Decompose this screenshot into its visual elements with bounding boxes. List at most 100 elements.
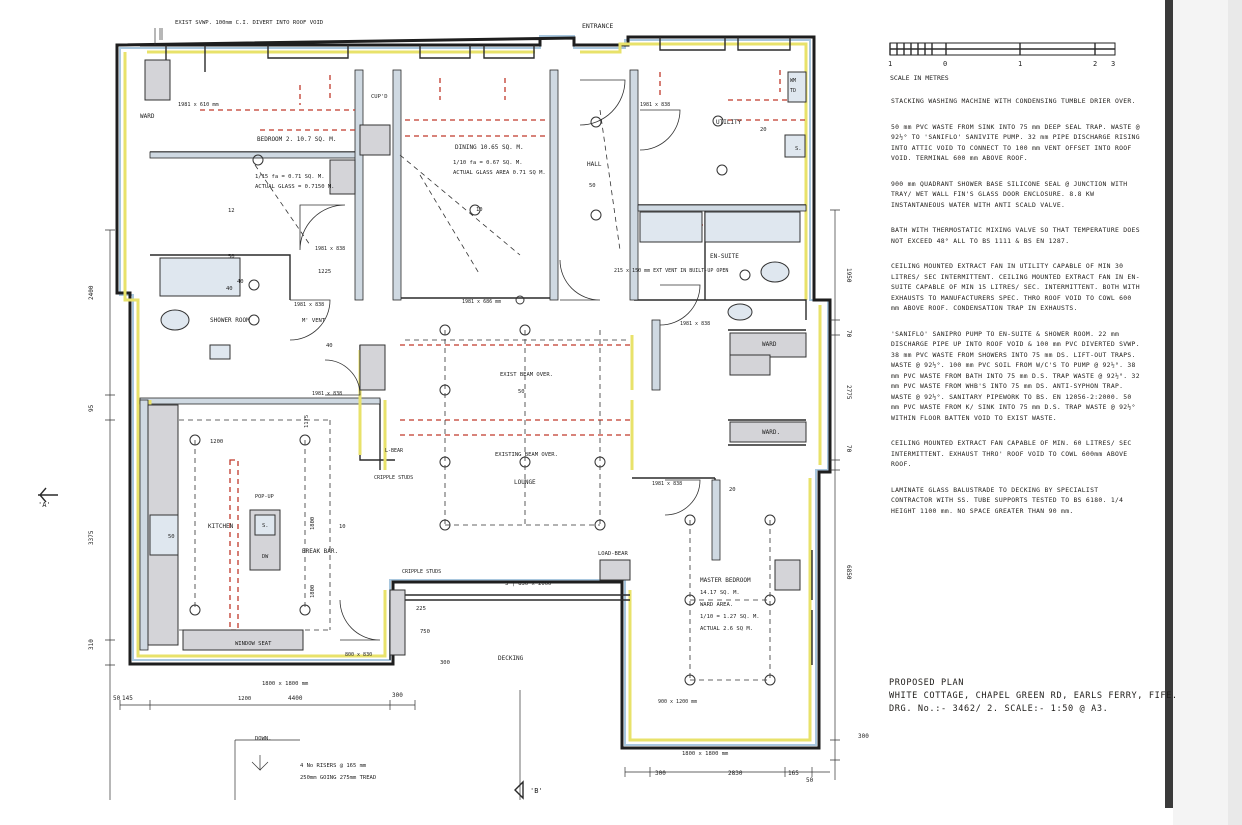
door-size-2: 1981 x 838 — [315, 246, 345, 252]
window-size-2: 1800 x 1800 mm — [262, 681, 309, 687]
cripple-studs-1: CRIPPLE STUDS — [374, 475, 413, 481]
plan-labels: EXIST SVWP. 100mm C.I. DIVERT INTO ROOF … — [38, 20, 869, 795]
dim-right-1: 1950 — [845, 268, 852, 283]
pop-up-label: POP-UP — [255, 494, 274, 500]
door-size-5: 1981 x 838 — [640, 102, 670, 108]
door-size-4: 1981 x 838 — [312, 391, 342, 397]
going-label: 250mm GOING 275mm TREAD — [300, 775, 376, 781]
note-bath-mixer: BATH WITH THERMOSTATIC MIXING VALVE SO T… — [891, 226, 1140, 245]
ext-vent-label: 215 x 150 mm EXT VENT IN BUILT-UP OPEN — [614, 268, 728, 274]
utility-sink-label: S. — [795, 146, 802, 152]
note-shower-base: 900 mm QUADRANT SHOWER BASE SILICONE SEA… — [891, 179, 1132, 209]
drawing-address: WHITE COTTAGE, CHAPEL GREEN RD, EARLS FE… — [889, 691, 1178, 701]
load-bear-label: LOAD-BEAR — [598, 551, 628, 557]
scale-tick-1: 1 — [888, 60, 892, 68]
door-size-8: 1981 x 686 mm — [462, 299, 501, 305]
doors — [289, 79, 701, 641]
specification-notes: STACKING WASHING MACHINE WITH CONDENSING… — [891, 96, 1141, 531]
dining-label: DINING 10.65 SQ. M. — [455, 144, 524, 151]
light-id-10: 40 — [237, 279, 244, 285]
windows — [165, 37, 813, 665]
light-id-11: 40 — [226, 286, 233, 292]
bedroom2-glass: ACTUAL GLASS = 0.7150 M. — [255, 184, 334, 190]
bottom-margin — [0, 808, 1173, 825]
dim-right-4: 70 — [845, 445, 852, 453]
services-lines — [169, 109, 771, 681]
fixtures — [144, 59, 807, 656]
scale-bar: 1 0 1 2 3 SCALE IN METRES — [888, 42, 1116, 82]
window-seat-label: WINDOW SEAT — [235, 641, 272, 647]
dim-bottom-2: 4400 — [288, 695, 303, 702]
light-id-1: 12 — [228, 208, 235, 214]
dim-bottom-4: 300 — [655, 770, 666, 777]
wm-label: WM — [790, 78, 796, 84]
dim-misc-9: 1200 — [238, 696, 251, 702]
entrance-label: ENTRANCE — [582, 22, 613, 30]
drawing-title: PROPOSED PLAN — [889, 678, 965, 688]
dimension-lines — [105, 28, 840, 800]
l-bear-label: L-BEAR — [385, 448, 404, 454]
existing-svp-note: EXIST SVWP. 100mm C.I. DIVERT INTO ROOF … — [175, 20, 324, 26]
window-size-3: 3 | 830 x 2000 — [505, 581, 551, 587]
door-size-3: 1981 x 838 — [294, 302, 324, 308]
joist-lines — [200, 70, 806, 631]
dim-misc-8: 300 — [440, 660, 450, 666]
decking-label: DECKING — [498, 655, 524, 662]
note-extract-fans: CEILING MOUNTED EXTRACT FAN IN UTILITY C… — [891, 262, 1140, 312]
dim-misc-4: 1800 — [310, 517, 316, 530]
dim-left-4: 310 — [88, 639, 95, 650]
light-id-5: 40 — [326, 343, 333, 349]
external-walls — [115, 35, 832, 750]
light-points — [189, 115, 776, 686]
shower-room-label: SHOWER ROOM — [210, 317, 250, 324]
dining-glass: ACTUAL GLASS AREA 0.71 SQ M. — [453, 170, 546, 176]
hall-label: HALL — [587, 161, 602, 168]
td-label: TD — [790, 88, 796, 94]
dim-misc-1: 1225 — [318, 269, 331, 275]
dining-area: 1/10 fa = 0.67 SQ. M. — [453, 160, 523, 166]
page-edge-shadow — [1165, 0, 1173, 808]
existing-beam-label: EXISTING BEAM OVER. — [495, 452, 558, 458]
dim-misc-6: 225 — [416, 606, 426, 612]
dw-label: DW — [262, 554, 269, 560]
master-bedroom-label: MASTER BEDROOM — [700, 577, 751, 584]
dim-bottom-5: 2830 — [728, 770, 743, 777]
break-bar-label: BREAK BAR. — [302, 548, 338, 555]
note-washing-machine: STACKING WASHING MACHINE WITH CONDENSING… — [891, 97, 1136, 105]
ward-right-2: WARD. — [762, 429, 780, 436]
light-id-9: 50 — [168, 534, 175, 540]
ward-right-1: WARD — [762, 341, 777, 348]
dim-misc-5: 1800 — [310, 585, 316, 598]
drawing-number: DRG. No.:- 3462/ 2. SCALE:- 1:50 @ A3. — [889, 704, 1109, 714]
scale-label: SCALE IN METRES — [890, 74, 949, 82]
mvent-label: M' VENT — [302, 318, 326, 324]
dim-right-2: 70 — [845, 330, 852, 338]
dim-left-1: 2400 — [88, 285, 95, 300]
bedroom2-area: 1/15 fa = 0.71 SQ. M. — [255, 174, 325, 180]
title-block: PROPOSED PLAN WHITE COTTAGE, CHAPEL GREE… — [889, 677, 1178, 716]
light-id-2: 10 — [476, 207, 483, 213]
scale-tick-5: 3 — [1111, 60, 1115, 68]
dim-misc-7: 750 — [420, 629, 430, 635]
note-saniflo: 'SANIFLO' SANIPRO PUMP TO EN-SUITE & SHO… — [891, 329, 1140, 422]
lounge-label: LOUNGE — [514, 479, 536, 486]
window-size-5: 900 x 1200 mm — [658, 699, 697, 705]
scale-tick-4: 2 — [1093, 60, 1097, 68]
scale-tick-3: 1 — [1018, 60, 1022, 68]
exist-beam-label: EXIST BEAM OVER. — [500, 372, 553, 378]
viewer-margin — [1173, 0, 1228, 825]
dim-misc-3: 1175 — [304, 415, 310, 428]
internal-walls — [139, 69, 807, 651]
section-markers — [38, 487, 524, 800]
viewer-scrollbar-track[interactable] — [1228, 0, 1242, 825]
cripple-studs-2: CRIPPLE STUDS — [402, 569, 441, 575]
note-sink-waste: 50 mm PVC WASTE FROM SINK INTO 75 mm DEE… — [891, 122, 1140, 163]
dim-right-7: 50 — [806, 777, 814, 784]
scale-tick-2: 0 — [943, 60, 947, 68]
light-id-3: 50 — [589, 183, 596, 189]
kitchen-label: KITCHEN — [208, 523, 234, 530]
dim-left-5: 50 — [113, 695, 121, 702]
master-bedroom-area: 14.17 SQ. M. — [700, 590, 740, 596]
section-b-label: 'B' — [530, 787, 543, 795]
door-size-7: 1981 x 838 — [652, 481, 682, 487]
